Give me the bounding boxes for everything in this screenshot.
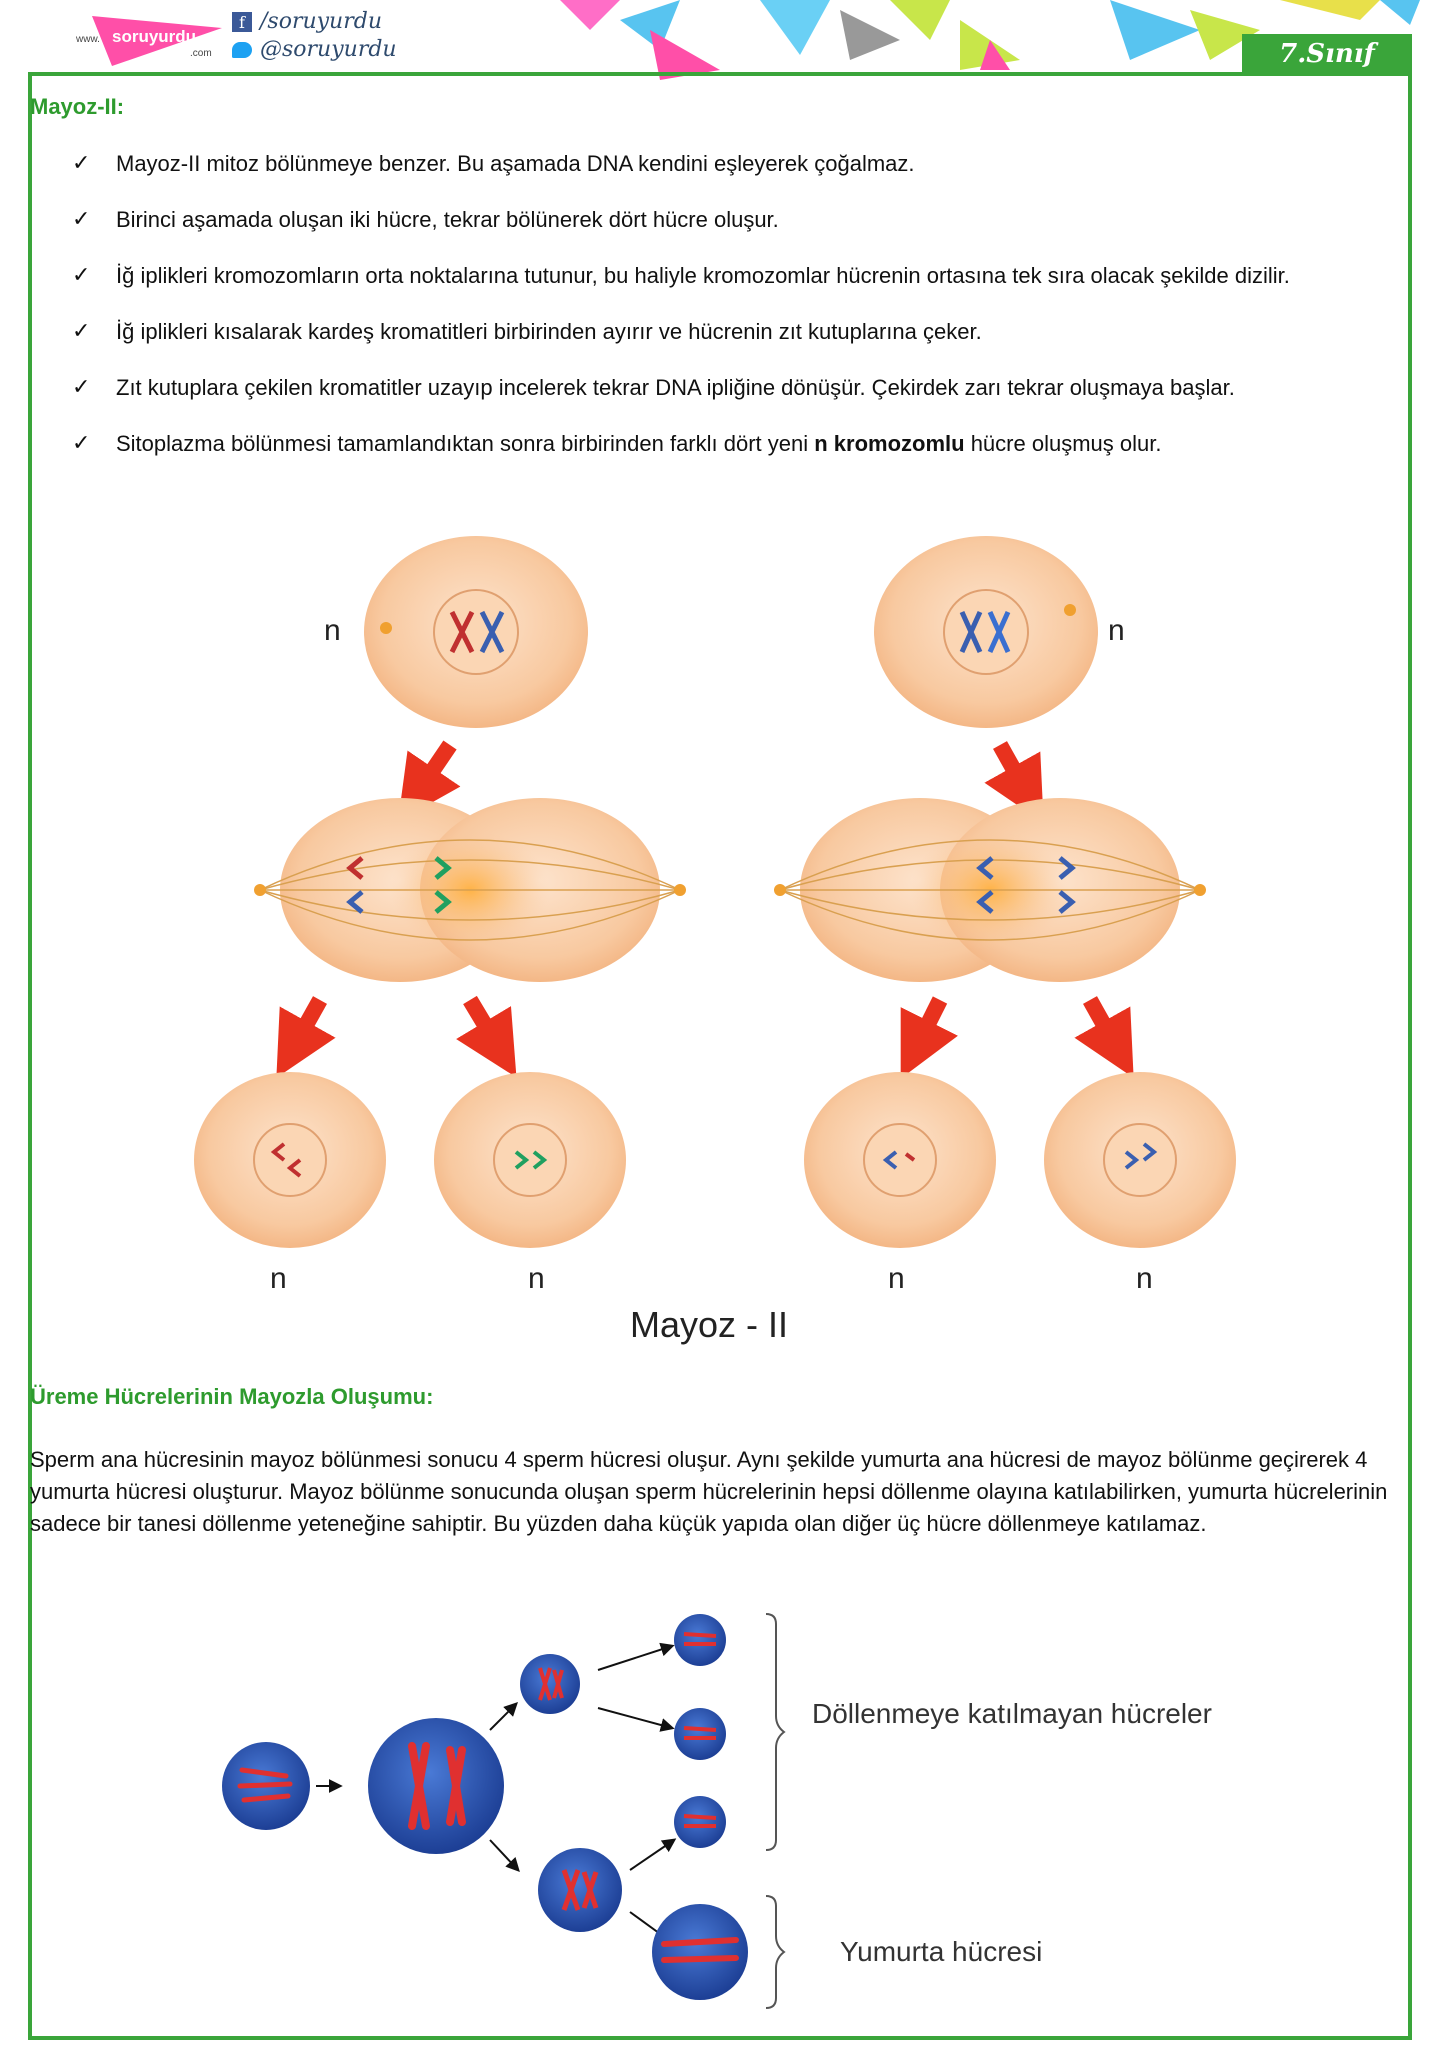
oogenesis-diagram — [222, 1613, 786, 2009]
ovum-cell — [652, 1904, 748, 2000]
secondary-polar-cell — [520, 1654, 580, 1714]
arrow-icon — [456, 995, 517, 1078]
list-item: ✓Zıt kutuplara çekilen kromatitler uzayı… — [72, 372, 1372, 404]
check-icon: ✓ — [72, 207, 91, 232]
grade-badge: 7.Sınıf — [1242, 34, 1412, 74]
arrow-icon — [900, 996, 958, 1079]
ploidy-label: n — [270, 1262, 287, 1295]
label-egg-cell: Yumurta hücresi — [840, 1936, 1043, 1967]
twitter-link[interactable]: @soruyurdu — [232, 36, 397, 64]
dividing-cell-left — [254, 798, 686, 982]
page-header: www. soruyurdu .com f /soruyurdu @soruyu… — [0, 0, 1448, 80]
ploidy-label: n — [528, 1262, 545, 1295]
arrow-icon — [398, 740, 461, 822]
primary-oocyte-cell — [368, 1718, 504, 1854]
dividing-cell-right — [774, 798, 1206, 982]
arrow-icon — [276, 996, 336, 1078]
check-icon: ✓ — [72, 431, 91, 456]
list-item: ✓Birinci aşamada oluşan iki hücre, tekra… — [72, 204, 1372, 236]
daughter-cell — [1044, 1072, 1236, 1248]
list-item: ✓İğ iplikleri kısalarak kardeş kromatitl… — [72, 316, 1372, 348]
daughter-cell — [194, 1072, 386, 1248]
daughter-cell — [434, 1072, 626, 1248]
mayoz2-diagram — [194, 536, 1236, 1248]
polar-body-cell — [674, 1796, 726, 1848]
brace-polar — [765, 1613, 786, 1851]
arrow-icon — [984, 741, 1044, 823]
ploidy-label: n — [324, 614, 341, 647]
top-cell-left — [364, 536, 588, 728]
brace-egg — [765, 1895, 786, 2009]
check-icon: ✓ — [72, 263, 91, 288]
figure-caption: Mayoz - II — [630, 1304, 789, 1345]
twitter-handle: @soruyurdu — [260, 37, 397, 62]
polar-body-cell — [674, 1708, 726, 1760]
site-logo: www. soruyurdu .com — [72, 8, 222, 73]
check-icon: ✓ — [72, 319, 91, 344]
list-item: ✓İğ iplikleri kromozomların orta noktala… — [72, 260, 1372, 292]
list-item: ✓Mayoz-II mitoz bölünmeye benzer. Bu aşa… — [72, 148, 1372, 180]
section-title-gamete: Üreme Hücrelerinin Mayozla Oluşumu: — [30, 1384, 434, 1409]
top-cell-right — [874, 536, 1098, 728]
oogonium-cell — [222, 1742, 310, 1830]
svg-text:www.: www. — [75, 34, 100, 45]
check-icon: ✓ — [72, 151, 91, 176]
mayoz2-list: ✓Mayoz-II mitoz bölünmeye benzer. Bu aşa… — [72, 148, 1372, 484]
twitter-icon — [232, 42, 252, 58]
secondary-oocyte-cell — [538, 1848, 622, 1932]
daughter-cell — [804, 1072, 996, 1248]
list-item: ✓Sitoplazma bölünmesi tamamlandıktan son… — [72, 428, 1372, 460]
svg-text:.com: .com — [190, 48, 212, 59]
n-kromozomlu-bold: n kromozomlu — [814, 431, 965, 456]
social-links: f /soruyurdu @soruyurdu — [232, 8, 397, 64]
page-frame — [28, 72, 1412, 2040]
ploidy-label: n — [1136, 1262, 1153, 1295]
header-decoration — [560, 0, 1420, 80]
ploidy-label: n — [1108, 614, 1125, 647]
facebook-icon: f — [232, 12, 252, 32]
svg-text:soruyurdu: soruyurdu — [112, 27, 196, 46]
polar-body-cell — [674, 1614, 726, 1666]
ploidy-label: n — [888, 1262, 905, 1295]
gamete-paragraph: Sperm ana hücresinin mayoz bölünmesi son… — [30, 1447, 1388, 1536]
label-polar-cells: Döllenmeye katılmayan hücreler — [812, 1698, 1212, 1729]
facebook-handle: /soruyurdu — [260, 9, 382, 34]
facebook-link[interactable]: f /soruyurdu — [232, 8, 397, 36]
section-title-mayoz2: Mayoz-II: — [30, 94, 125, 119]
check-icon: ✓ — [72, 375, 91, 400]
arrow-icon — [1074, 996, 1134, 1078]
